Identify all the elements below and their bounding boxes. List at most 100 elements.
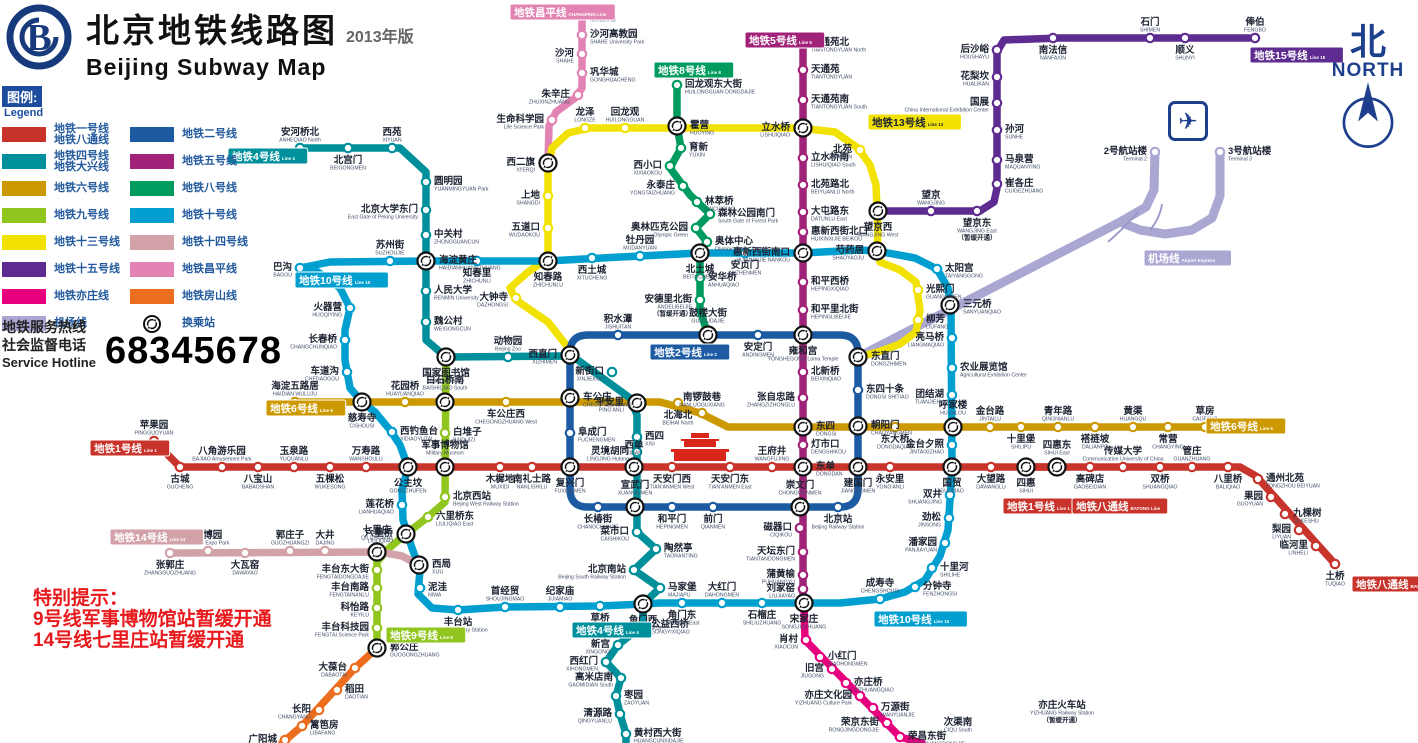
station[interactable] [619,122,631,134]
transfer-station[interactable] [690,243,710,263]
station[interactable] [546,114,558,126]
transfer-station[interactable] [416,251,436,271]
station[interactable] [631,431,643,443]
transfer-station[interactable] [793,417,813,437]
station[interactable] [1144,32,1156,44]
station[interactable] [542,222,554,234]
station[interactable] [797,206,809,218]
station[interactable] [1293,524,1305,536]
station[interactable] [925,205,937,217]
station[interactable] [1127,421,1139,433]
station[interactable] [342,142,354,154]
station[interactable] [939,537,951,549]
station[interactable] [991,178,1003,190]
station[interactable] [620,728,632,740]
station[interactable] [797,152,809,164]
station[interactable] [612,329,624,341]
transfer-station[interactable] [943,417,963,437]
station[interactable] [592,501,604,513]
station[interactable] [971,205,983,217]
station[interactable] [313,704,325,716]
station[interactable] [420,204,432,216]
station[interactable] [296,720,308,732]
station[interactable] [991,44,1003,56]
station[interactable] [854,690,866,702]
station[interactable] [615,672,627,684]
station[interactable] [884,461,896,473]
station[interactable] [704,208,716,220]
station[interactable] [420,285,432,297]
station[interactable] [471,255,483,267]
transfer-station[interactable] [793,243,813,263]
station[interactable] [797,226,809,238]
station[interactable] [797,583,809,595]
station[interactable] [991,71,1003,83]
transfer-station[interactable] [942,457,962,477]
station[interactable] [797,276,809,288]
station[interactable] [1310,540,1322,552]
station[interactable] [414,582,426,594]
transfer-station[interactable] [435,392,455,412]
transfer-station[interactable] [560,388,580,408]
station[interactable] [946,439,958,451]
transfer-station[interactable] [794,593,814,613]
station[interactable] [499,601,511,613]
station[interactable] [675,142,687,154]
station[interactable] [500,396,512,408]
transfer-station[interactable] [848,416,868,436]
station[interactable] [797,94,809,106]
station[interactable] [944,489,956,501]
transfer-station[interactable] [398,457,418,477]
station[interactable] [1222,461,1234,473]
station[interactable] [631,526,643,538]
transfer-station[interactable] [848,347,868,367]
station[interactable] [572,89,584,101]
station[interactable] [420,316,432,328]
transfer-station[interactable] [352,392,372,412]
station[interactable] [606,366,618,378]
station[interactable] [1252,473,1264,485]
station[interactable] [766,461,778,473]
station[interactable] [510,292,522,304]
station[interactable] [371,622,383,634]
station[interactable] [399,396,411,408]
station[interactable] [1015,421,1027,433]
station[interactable] [324,461,336,473]
transfer-station[interactable] [436,347,456,367]
station[interactable] [1052,421,1064,433]
station[interactable] [371,582,383,594]
station[interactable] [1329,558,1341,570]
station[interactable] [797,304,809,316]
station[interactable] [1279,508,1291,520]
station[interactable] [294,262,306,274]
station[interactable] [494,461,506,473]
station[interactable] [832,501,844,513]
transfer-station[interactable] [793,457,813,477]
transfer-station[interactable] [793,118,813,138]
station[interactable] [576,29,588,41]
station[interactable] [756,597,768,609]
station[interactable] [946,332,958,344]
station[interactable] [1084,461,1096,473]
transfer-station[interactable] [667,116,687,136]
station[interactable] [542,190,554,202]
station[interactable] [694,272,706,284]
station[interactable] [912,314,924,326]
station[interactable] [650,543,662,555]
station[interactable] [691,196,703,208]
station[interactable] [422,511,434,523]
station[interactable] [631,446,643,458]
transfer-station[interactable] [367,542,387,562]
station[interactable] [854,144,866,156]
station[interactable] [752,329,764,341]
station[interactable] [594,600,606,612]
station[interactable] [840,677,852,689]
station[interactable] [331,684,343,696]
station[interactable] [814,651,826,663]
transfer-station[interactable] [848,457,868,477]
station[interactable] [216,461,228,473]
transfer-station[interactable] [560,345,580,365]
transfer-station[interactable] [698,325,718,345]
station[interactable] [202,545,214,557]
station[interactable] [371,602,383,614]
